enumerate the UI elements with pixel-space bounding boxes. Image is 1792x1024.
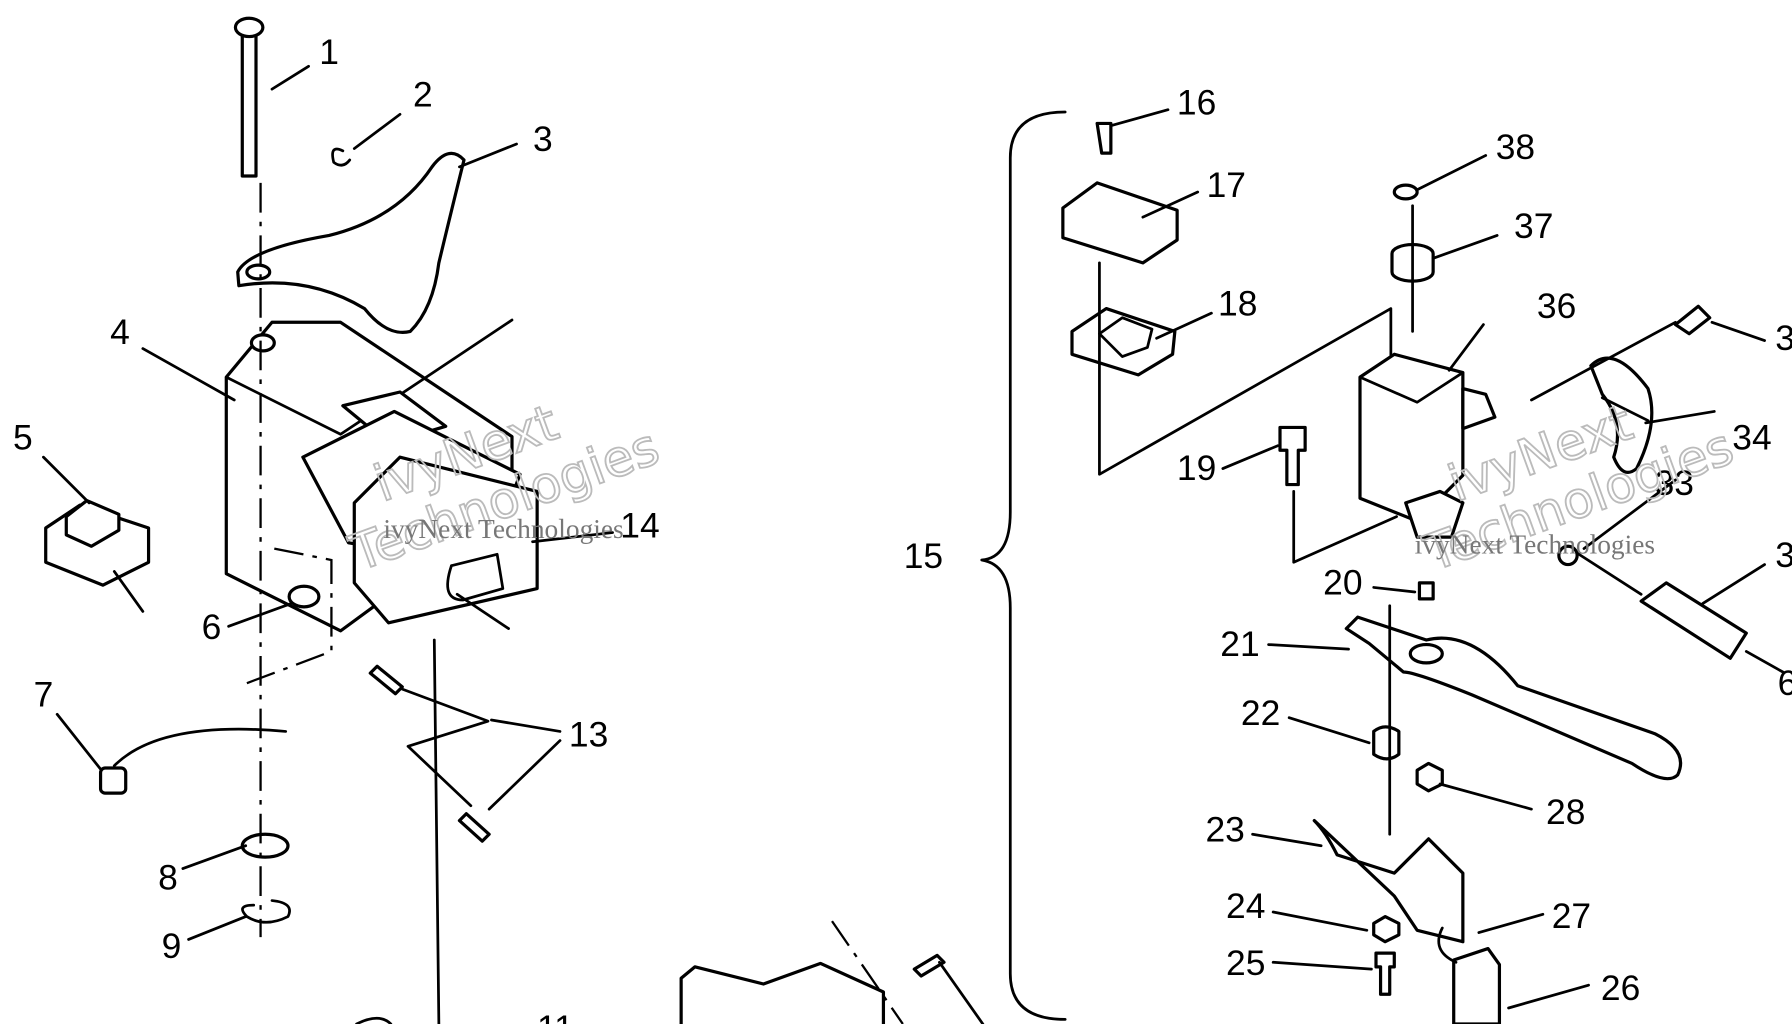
callout-18: 18 — [1218, 284, 1257, 324]
svg-text:ivyNext Technologies: ivyNext Technologies — [383, 514, 623, 544]
callout-32-partial: 3 — [1775, 535, 1792, 575]
dashline-35 — [1530, 320, 1677, 402]
cap-part-17 — [1061, 181, 1179, 265]
callout-8: 8 — [158, 857, 178, 897]
clip-part-2 — [331, 147, 352, 167]
washer-part-38 — [1392, 183, 1419, 201]
callout-28: 28 — [1546, 792, 1585, 832]
callout-13: 13 — [569, 715, 608, 755]
callout-16: 16 — [1177, 83, 1216, 123]
callout-11-partial: 11 — [537, 1008, 574, 1024]
spring-part-32 — [1639, 581, 1748, 660]
callout-6: 6 — [202, 607, 222, 647]
callout-27: 27 — [1552, 896, 1591, 936]
callout-37: 37 — [1514, 206, 1553, 246]
leaders-right — [1109, 108, 1766, 1010]
knob-part-5 — [44, 498, 151, 613]
bolt-part-25 — [1374, 951, 1396, 996]
screw-part-16 — [1095, 121, 1113, 155]
callout-25: 25 — [1226, 943, 1265, 983]
clip-part-9 — [241, 899, 291, 924]
pin-part-20 — [1417, 581, 1435, 601]
dashline-19 — [1292, 490, 1398, 564]
lever-hole — [245, 263, 272, 281]
leaders-left — [42, 64, 614, 941]
centerline — [239, 547, 333, 687]
clamp-part-34 — [1589, 356, 1654, 474]
callout-14: 14 — [620, 505, 659, 545]
callout-15: 15 — [904, 536, 943, 576]
dashline-33 — [1575, 551, 1785, 674]
callout-22: 22 — [1241, 693, 1280, 733]
bolt-part-19 — [1278, 425, 1307, 487]
callout-3: 3 — [533, 119, 553, 159]
callout-26: 26 — [1601, 968, 1640, 1008]
callout-5: 5 — [13, 417, 33, 457]
callout-6-partial: 6 — [1778, 663, 1792, 703]
shift-lever-part-3 — [236, 151, 466, 334]
callout-7: 7 — [34, 675, 54, 715]
callout-36: 36 — [1537, 286, 1576, 326]
callout-38: 38 — [1496, 127, 1535, 167]
callout-21: 21 — [1220, 624, 1259, 664]
callout-17: 17 — [1207, 165, 1246, 205]
nut-part-24 — [1372, 914, 1401, 944]
bolt-part-35 — [1673, 304, 1712, 336]
callout-4: 4 — [110, 312, 130, 352]
callout-1: 1 — [319, 32, 339, 72]
dashline-right — [1098, 261, 1393, 476]
callout-34: 34 — [1732, 417, 1771, 457]
svg-text:ivyNext Technologies: ivyNext Technologies — [1415, 530, 1655, 560]
callout-35-partial: 3 — [1775, 318, 1792, 358]
washer-part-8 — [240, 832, 290, 859]
screws-part-13 — [368, 664, 491, 843]
callout-33: 33 — [1655, 463, 1694, 503]
bracket-part-23 — [1312, 818, 1465, 944]
cover-part-14 — [352, 455, 539, 630]
nut-part-7 — [98, 766, 128, 795]
diaphragm-part-18 — [1070, 306, 1177, 377]
callout-labels: 1 2 3 4 5 6 7 8 9 13 14 15 16 17 18 19 2… — [13, 32, 1792, 1024]
callout-24: 24 — [1226, 886, 1265, 926]
callout-9: 9 — [162, 926, 182, 966]
callout-2: 2 — [413, 75, 433, 115]
callout-23: 23 — [1205, 809, 1244, 849]
diaphragm-inner — [1098, 316, 1154, 358]
washer-part-33 — [1557, 544, 1579, 567]
lever-hole — [1408, 642, 1444, 665]
bracket-15 — [980, 110, 1067, 1021]
wire-part-27 — [1437, 926, 1458, 964]
pin-part-1 — [233, 16, 265, 178]
master-cylinder-part-36 — [1358, 352, 1497, 539]
washer-part-6 — [287, 584, 321, 609]
centerline — [432, 638, 441, 1024]
partial-part-bottom — [355, 920, 985, 1024]
leader-7 — [112, 727, 288, 768]
switch-part-26 — [1452, 946, 1502, 1024]
nut-part-28 — [1415, 761, 1444, 793]
spring-part-22 — [1372, 725, 1401, 761]
callout-20: 20 — [1323, 563, 1362, 603]
callout-19: 19 — [1177, 448, 1216, 488]
